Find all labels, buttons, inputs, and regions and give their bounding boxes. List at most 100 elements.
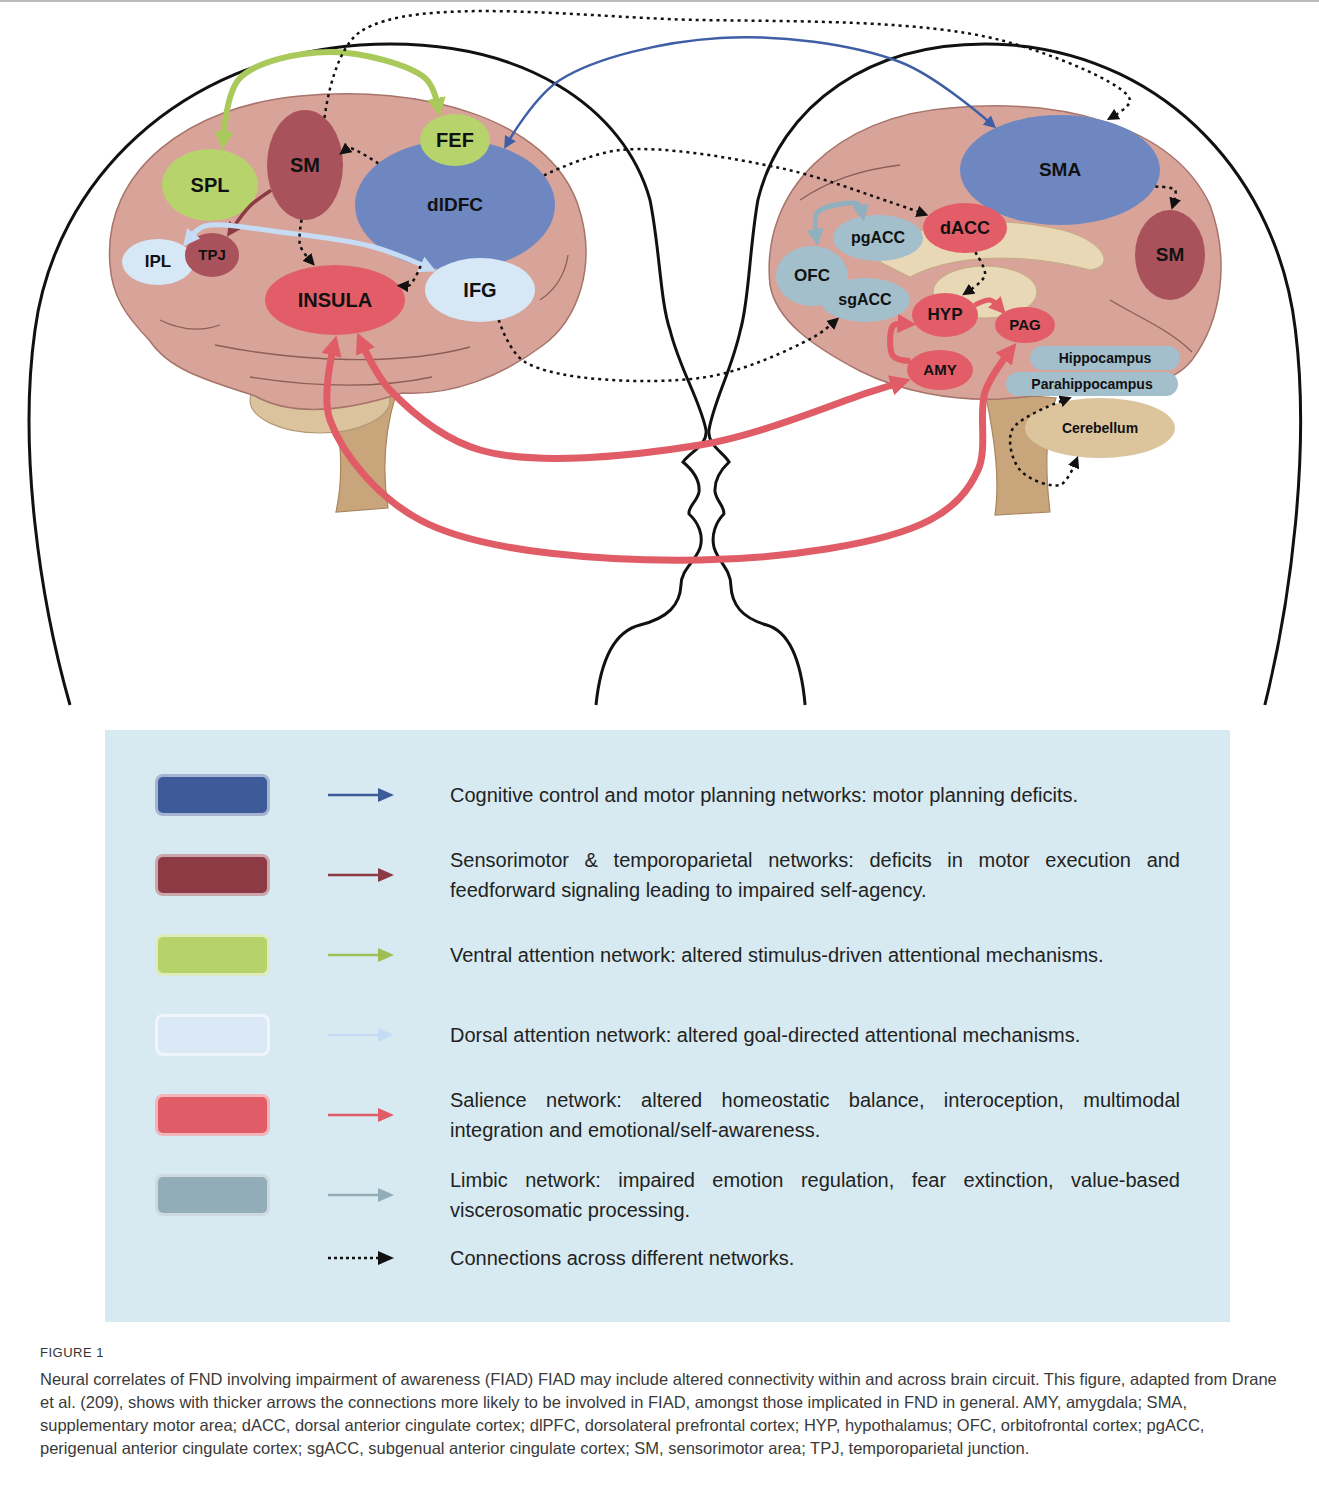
limbic-band: Hippocampus (1030, 346, 1180, 370)
salience-region: HYP (912, 293, 978, 337)
network-arrow (509, 37, 990, 141)
sulcus (1110, 300, 1192, 352)
legend-arrowhead (378, 1108, 394, 1122)
legend-text: Salience network: altered homeostatic ba… (450, 1085, 1180, 1145)
sulcus (250, 377, 432, 385)
region-label: PAG (1007, 316, 1042, 333)
network-arrow (363, 346, 897, 459)
legend-arrows (328, 788, 394, 1265)
legend-text: Sensorimotor & temporoparietal networks:… (450, 845, 1180, 905)
salience-region: AMY (907, 350, 973, 390)
sensorimotor-region: SM (1135, 210, 1205, 300)
sensorimotor-region: TPJ (185, 233, 240, 277)
legend-arrowhead (378, 868, 394, 882)
legend-swatch (155, 1174, 270, 1216)
region-label: AMY (921, 361, 958, 378)
legend-arrowhead (378, 1188, 394, 1202)
salience-region: dACC (923, 203, 1008, 253)
region-label: SPL (189, 174, 232, 197)
network-arrow (890, 324, 910, 361)
dotted-connector (325, 11, 1131, 118)
region-label: SMA (1037, 159, 1083, 181)
legend-arrowhead (378, 1028, 394, 1042)
region-label: HYP (926, 305, 965, 325)
legend-arrowhead (378, 948, 394, 962)
legend-text: Ventral attention network: altered stimu… (450, 940, 1180, 970)
ventral-attention-region: SPL (162, 149, 258, 221)
legend-swatch (155, 934, 270, 976)
region-label: dlDFC (425, 194, 485, 216)
head-outline (29, 44, 706, 705)
legend-arrow (328, 1114, 382, 1117)
region-label: FEF (434, 129, 476, 152)
dotted-connector (499, 320, 833, 381)
network-arrow (191, 225, 426, 267)
head-outline (709, 44, 1301, 705)
region-label: SM (1154, 244, 1187, 266)
region-label: sgACC (836, 291, 893, 309)
legend-swatch (155, 774, 270, 816)
region-label: OFC (792, 266, 832, 286)
legend-arrow (328, 1257, 382, 1260)
right-brain (769, 106, 1221, 515)
cortex (769, 106, 1221, 399)
region-label: TPJ (196, 246, 228, 263)
network-arrow (975, 300, 998, 306)
network-arrow (223, 52, 437, 137)
figure-label: FIGURE 1 (40, 1345, 104, 1360)
legend-text: Limbic network: impaired emotion regulat… (450, 1165, 1180, 1225)
cortex (109, 94, 585, 410)
dorsal-attention-region: IPL (122, 239, 194, 285)
legend-arrowhead (378, 1251, 394, 1265)
legend-arrow (328, 874, 382, 877)
network-arrow (327, 349, 1008, 560)
dorsal-attention-region: IFG (425, 258, 535, 322)
legend-arrow (328, 794, 382, 797)
dotted-connector (1010, 400, 1075, 485)
left-brain (109, 94, 585, 512)
figure-caption: Neural correlates of FND involving impai… (40, 1368, 1285, 1460)
top-rule (0, 0, 1319, 2)
legend-swatch (155, 1014, 270, 1056)
sulcus (215, 345, 470, 360)
limbic-band: Parahippocampus (1006, 372, 1178, 396)
salience-region: INSULA (265, 265, 405, 335)
legend-text: Connections across different networks. (450, 1243, 1180, 1273)
legend-text: Cognitive control and motor planning net… (450, 780, 1180, 810)
region-label: IPL (143, 252, 173, 272)
cerebellum-region: Cerebellum (1025, 398, 1175, 458)
sulcus (540, 255, 568, 300)
legend-arrow (328, 1034, 382, 1037)
limbic-region: sgACC (820, 278, 909, 322)
limbic-region: pgACC (833, 215, 924, 261)
dotted-connector (346, 148, 378, 163)
region-label: Cerebellum (1060, 420, 1140, 436)
legend-panel (105, 730, 1230, 1322)
region-label: Parahippocampus (1029, 376, 1154, 392)
sulcus (160, 320, 220, 329)
ventral-attention-region: FEF (420, 114, 490, 166)
legend-arrow (328, 954, 382, 957)
sulcus (800, 165, 900, 200)
salience-region: PAG (995, 307, 1055, 343)
network-arrow (815, 203, 861, 234)
dotted-connector (1155, 187, 1175, 202)
sensorimotor-region: SM (267, 110, 343, 220)
network-arrow (233, 190, 272, 228)
legend-arrow (328, 1194, 382, 1197)
dotted-connector (544, 149, 920, 213)
region-label: SM (288, 154, 322, 177)
region-label: pgACC (849, 229, 907, 247)
legend-swatch (155, 854, 270, 896)
legend-text: Dorsal attention network: altered goal-d… (450, 1020, 1180, 1050)
region-label: Hippocampus (1057, 350, 1154, 366)
region-label: INSULA (296, 289, 374, 312)
legend-swatch (155, 1094, 270, 1136)
dotted-connector (405, 266, 421, 286)
region-label: IFG (461, 279, 498, 302)
region-label: dACC (938, 218, 992, 239)
